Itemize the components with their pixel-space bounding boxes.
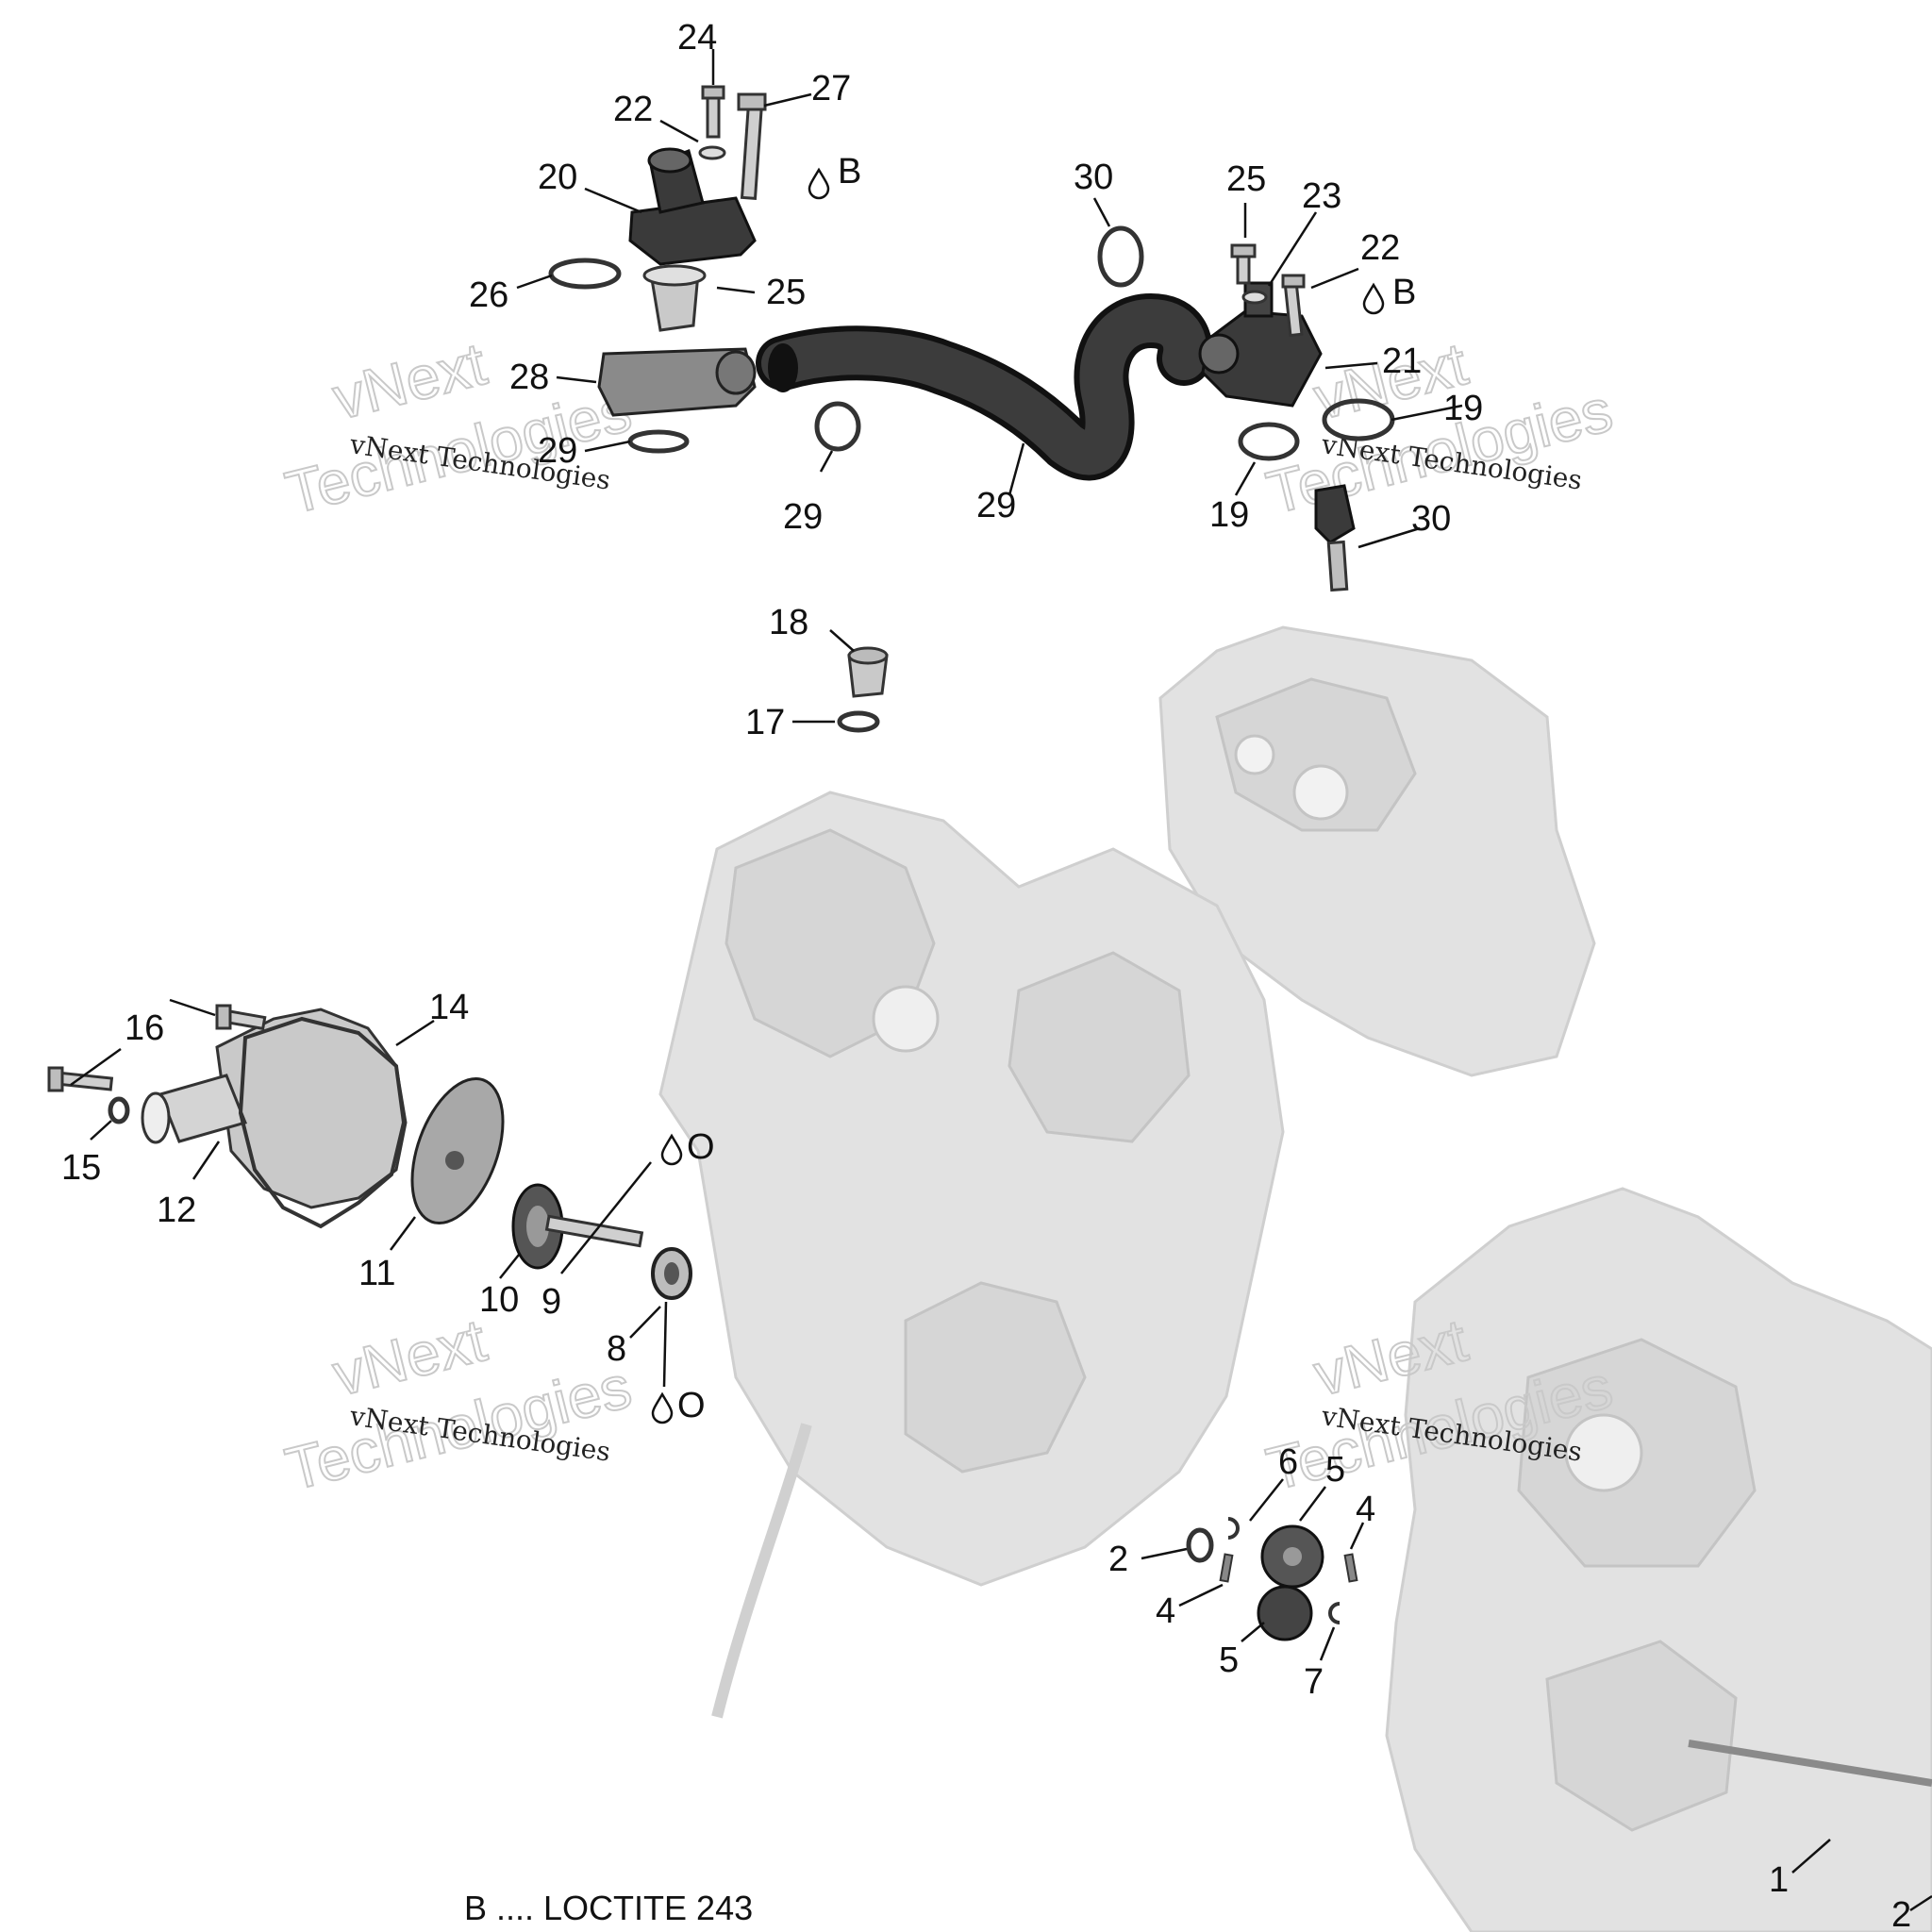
- callout-6: 7: [1304, 1662, 1324, 1702]
- callout-4: 4: [1156, 1591, 1175, 1631]
- o-ring-17: [1238, 422, 1300, 461]
- callout-28: 29: [976, 486, 1016, 525]
- callout-13: 15: [61, 1148, 101, 1188]
- o-ring-15: [837, 710, 880, 733]
- bolt-20: [1281, 274, 1306, 338]
- callout-18: 19: [1443, 389, 1483, 428]
- callout-20: 22: [1360, 228, 1400, 268]
- callout-30: 30: [1411, 499, 1451, 539]
- callout-19: 21: [1382, 341, 1422, 381]
- callout-8: 9: [541, 1282, 561, 1322]
- callout-9: 10: [479, 1280, 519, 1320]
- o-ring-26: [627, 429, 690, 454]
- hose-28: [756, 292, 1213, 481]
- seal-7: [651, 1247, 692, 1300]
- callout-22: 24: [677, 18, 717, 58]
- callout-11: 12: [157, 1191, 196, 1230]
- callout-23: 25: [766, 273, 806, 312]
- callout-17: 19: [1209, 495, 1249, 535]
- callout-6: 6: [1278, 1442, 1298, 1482]
- callout-26: 29: [538, 431, 577, 471]
- washer-13: [108, 1096, 130, 1124]
- thermostat-23: [642, 264, 707, 332]
- callout-15: 17: [745, 703, 785, 742]
- oil-mark-lower: O: [651, 1386, 706, 1425]
- callout-19: 20: [538, 158, 577, 197]
- callout-21: 22: [613, 90, 653, 129]
- callout-21: 23: [1302, 176, 1341, 216]
- callout-25: 28: [509, 358, 549, 397]
- watermark-top-left: vNext Technologies vNext Technologies: [278, 328, 639, 527]
- callout-12: 14: [429, 988, 469, 1027]
- impeller-10: [410, 1076, 505, 1225]
- oil-mark-upper: O: [660, 1127, 715, 1167]
- pin-4-right: [1343, 1553, 1358, 1583]
- callout-5: 5: [1219, 1641, 1239, 1680]
- svg-text:O: O: [677, 1386, 706, 1425]
- watermark-bottom-left: vNext Technologies vNext Technologies: [278, 1305, 639, 1504]
- hose-clamp-29-left: [814, 401, 861, 452]
- temperature-sensor-30: [1314, 484, 1356, 592]
- loctite-mark-right: B: [1362, 273, 1416, 315]
- callout-16: 18: [769, 603, 808, 642]
- loctite-mark-left: B: [808, 152, 861, 200]
- callout-14: 16: [125, 1008, 164, 1048]
- o-ring-24: [548, 258, 622, 290]
- pin-4-left: [1219, 1553, 1234, 1583]
- callout-1: 1: [1769, 1860, 1789, 1900]
- callout-labels: 24 22 27 20 26 25 28 29 29 29 30 25 23 2…: [61, 18, 1911, 1932]
- callout-5: 5: [1325, 1450, 1345, 1490]
- hose-clamp-29-right: [1097, 225, 1144, 288]
- seal-9: [511, 1183, 564, 1270]
- legend-note: B .... LOCTITE 243: [464, 1889, 753, 1927]
- callout-22: 25: [1226, 159, 1266, 199]
- callout-10: 11: [358, 1254, 395, 1293]
- washer-2: [1186, 1527, 1214, 1563]
- circlip-6-upper: [1227, 1517, 1240, 1540]
- callout-2: 2: [1891, 1895, 1911, 1932]
- callout-24: 26: [469, 275, 508, 315]
- svg-text:O: O: [687, 1127, 715, 1167]
- thermostat-housing-25: [597, 347, 757, 417]
- circlip-6-lower: [1328, 1602, 1341, 1624]
- svg-text:B: B: [1392, 273, 1416, 312]
- callout-29: 30: [1074, 158, 1113, 197]
- bolt-14-upper: [215, 1004, 267, 1031]
- gasket-12: [238, 1016, 407, 1229]
- callout-7: 8: [607, 1329, 626, 1369]
- callout-27: 27: [811, 69, 851, 108]
- svg-text:B: B: [838, 152, 861, 192]
- water-pump-housing-11: [141, 1008, 408, 1209]
- gear-5: [1257, 1524, 1324, 1641]
- bolt-22-left: [698, 85, 726, 160]
- engine-crankcase-ghost: [658, 625, 1932, 1932]
- callout-4: 4: [1356, 1490, 1375, 1529]
- bolt-27: [737, 92, 767, 200]
- leader-lines: [70, 49, 1932, 1912]
- thermostat-housing-cover-left: [628, 147, 757, 266]
- plug-16: [847, 646, 889, 698]
- callout-29: 29: [783, 497, 823, 537]
- callout-2: 2: [1108, 1540, 1128, 1579]
- bolt-22-right: [1230, 243, 1268, 305]
